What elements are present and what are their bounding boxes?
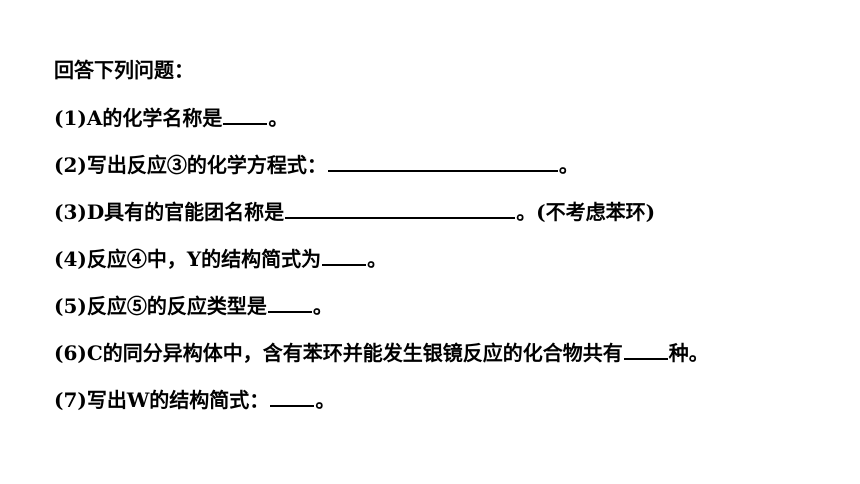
question-4-end: 。 [367, 247, 388, 271]
question-7-text: (7)写出W的结构简式： [54, 388, 270, 412]
question-3: (3)D具有的官能团名称是 。(不考虑苯环) [54, 199, 844, 224]
question-5-text: (5)反应⑤的反应类型是 [54, 294, 267, 318]
answer-blank-3[interactable] [285, 199, 516, 219]
question-1: (1)A的化学名称是 。 [54, 105, 844, 130]
question-7-end: 。 [315, 388, 336, 412]
question-2-text: (2)写出反应③的化学方程式： [54, 153, 327, 177]
question-document: 回答下列问题： (1)A的化学名称是。 (2)写出反应③的化学方程式：。 (3)… [54, 58, 844, 434]
question-1-text: (1)A的化学名称是 [54, 106, 223, 130]
question-6-end: 种。 [668, 341, 709, 365]
question-7: (7)写出W的结构简式： 。 [54, 387, 844, 412]
question-4: (4)反应④中，Y的结构简式为 。 [54, 246, 844, 271]
question-2-end: 。 [558, 153, 579, 177]
question-3-text: (3)D具有的官能团名称是 [54, 200, 285, 224]
answer-blank-6[interactable] [623, 340, 668, 360]
answer-blank-7[interactable] [270, 387, 315, 407]
answer-blank-1[interactable] [223, 105, 268, 125]
question-5-end: 。 [312, 294, 333, 318]
question-4-text: (4)反应④中，Y的结构简式为 [54, 247, 322, 271]
question-6: (6)C的同分异构体中，含有苯环并能发生银镜反应的化合物共有 种。 [54, 340, 844, 365]
question-3-end: 。(不考虑苯环) [516, 200, 656, 224]
question-6-text: (6)C的同分异构体中，含有苯环并能发生银镜反应的化合物共有 [54, 341, 623, 365]
answer-blank-4[interactable] [322, 246, 367, 266]
question-5: (5)反应⑤的反应类型是 。 [54, 293, 844, 318]
question-2: (2)写出反应③的化学方程式： 。 [54, 152, 844, 177]
question-1-end: 。 [268, 106, 289, 130]
answer-blank-2[interactable] [327, 152, 558, 172]
answer-blank-5[interactable] [267, 293, 312, 313]
heading: 回答下列问题： [54, 58, 194, 82]
